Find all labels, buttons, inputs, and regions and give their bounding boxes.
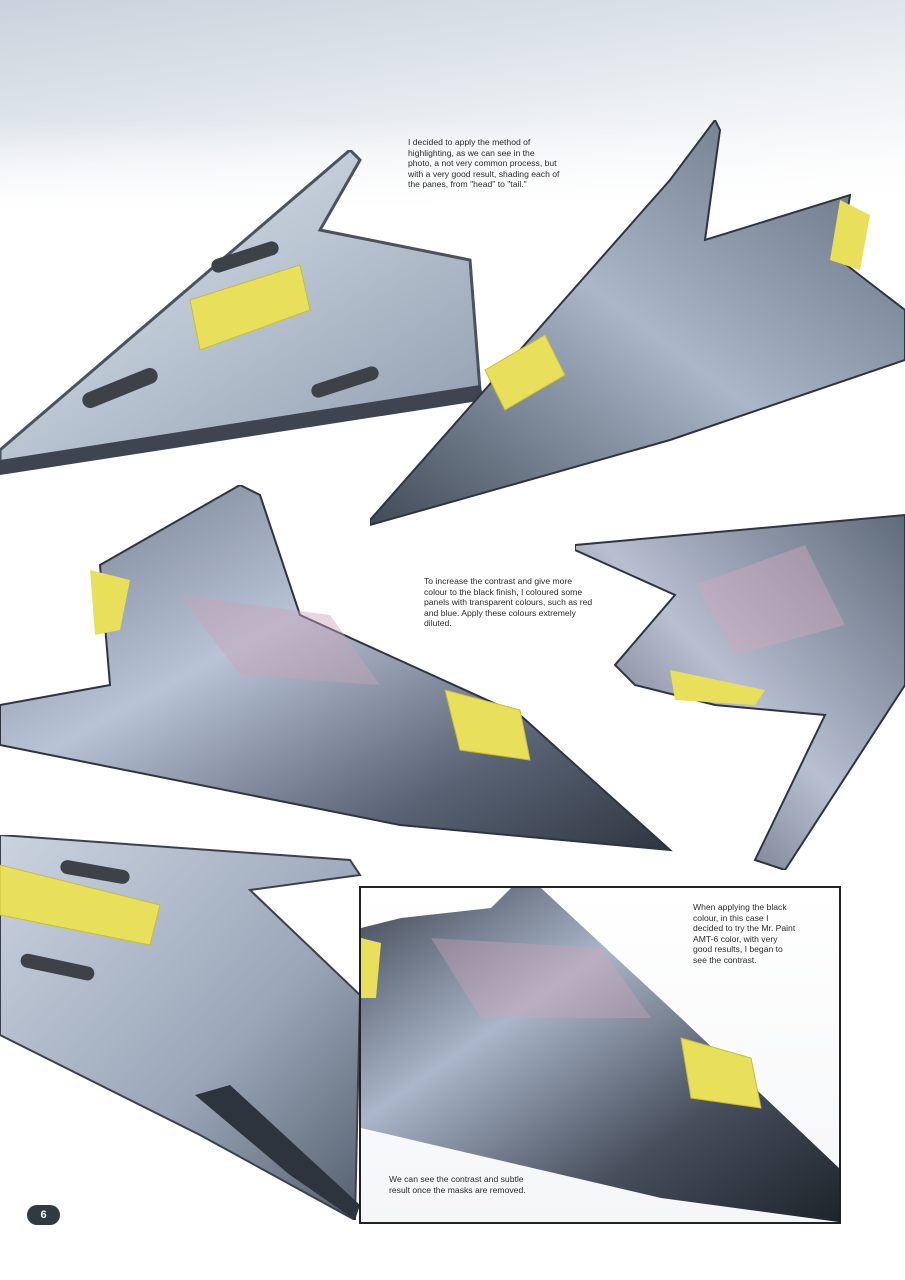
- caption-highlighting: I decided to apply the method of highlig…: [408, 137, 560, 190]
- page-number-badge: 6: [27, 1205, 60, 1225]
- photo-middle-right: [575, 505, 905, 870]
- photo-bottom-left: [0, 835, 370, 1220]
- photo-top-right: [370, 120, 905, 530]
- caption-black-colour: When applying the black colour, in this …: [693, 902, 796, 965]
- photo-middle-left: [0, 485, 680, 860]
- framed-photo-panel: When applying the black colour, in this …: [359, 886, 841, 1224]
- photo-framed-bottom-right: [361, 888, 839, 1222]
- caption-contrast: To increase the contrast and give more c…: [424, 576, 593, 629]
- caption-masks-removed: We can see the contrast and subtle resul…: [389, 1174, 526, 1195]
- sky-background: [0, 0, 905, 210]
- photo-underside-top-left: [0, 150, 500, 480]
